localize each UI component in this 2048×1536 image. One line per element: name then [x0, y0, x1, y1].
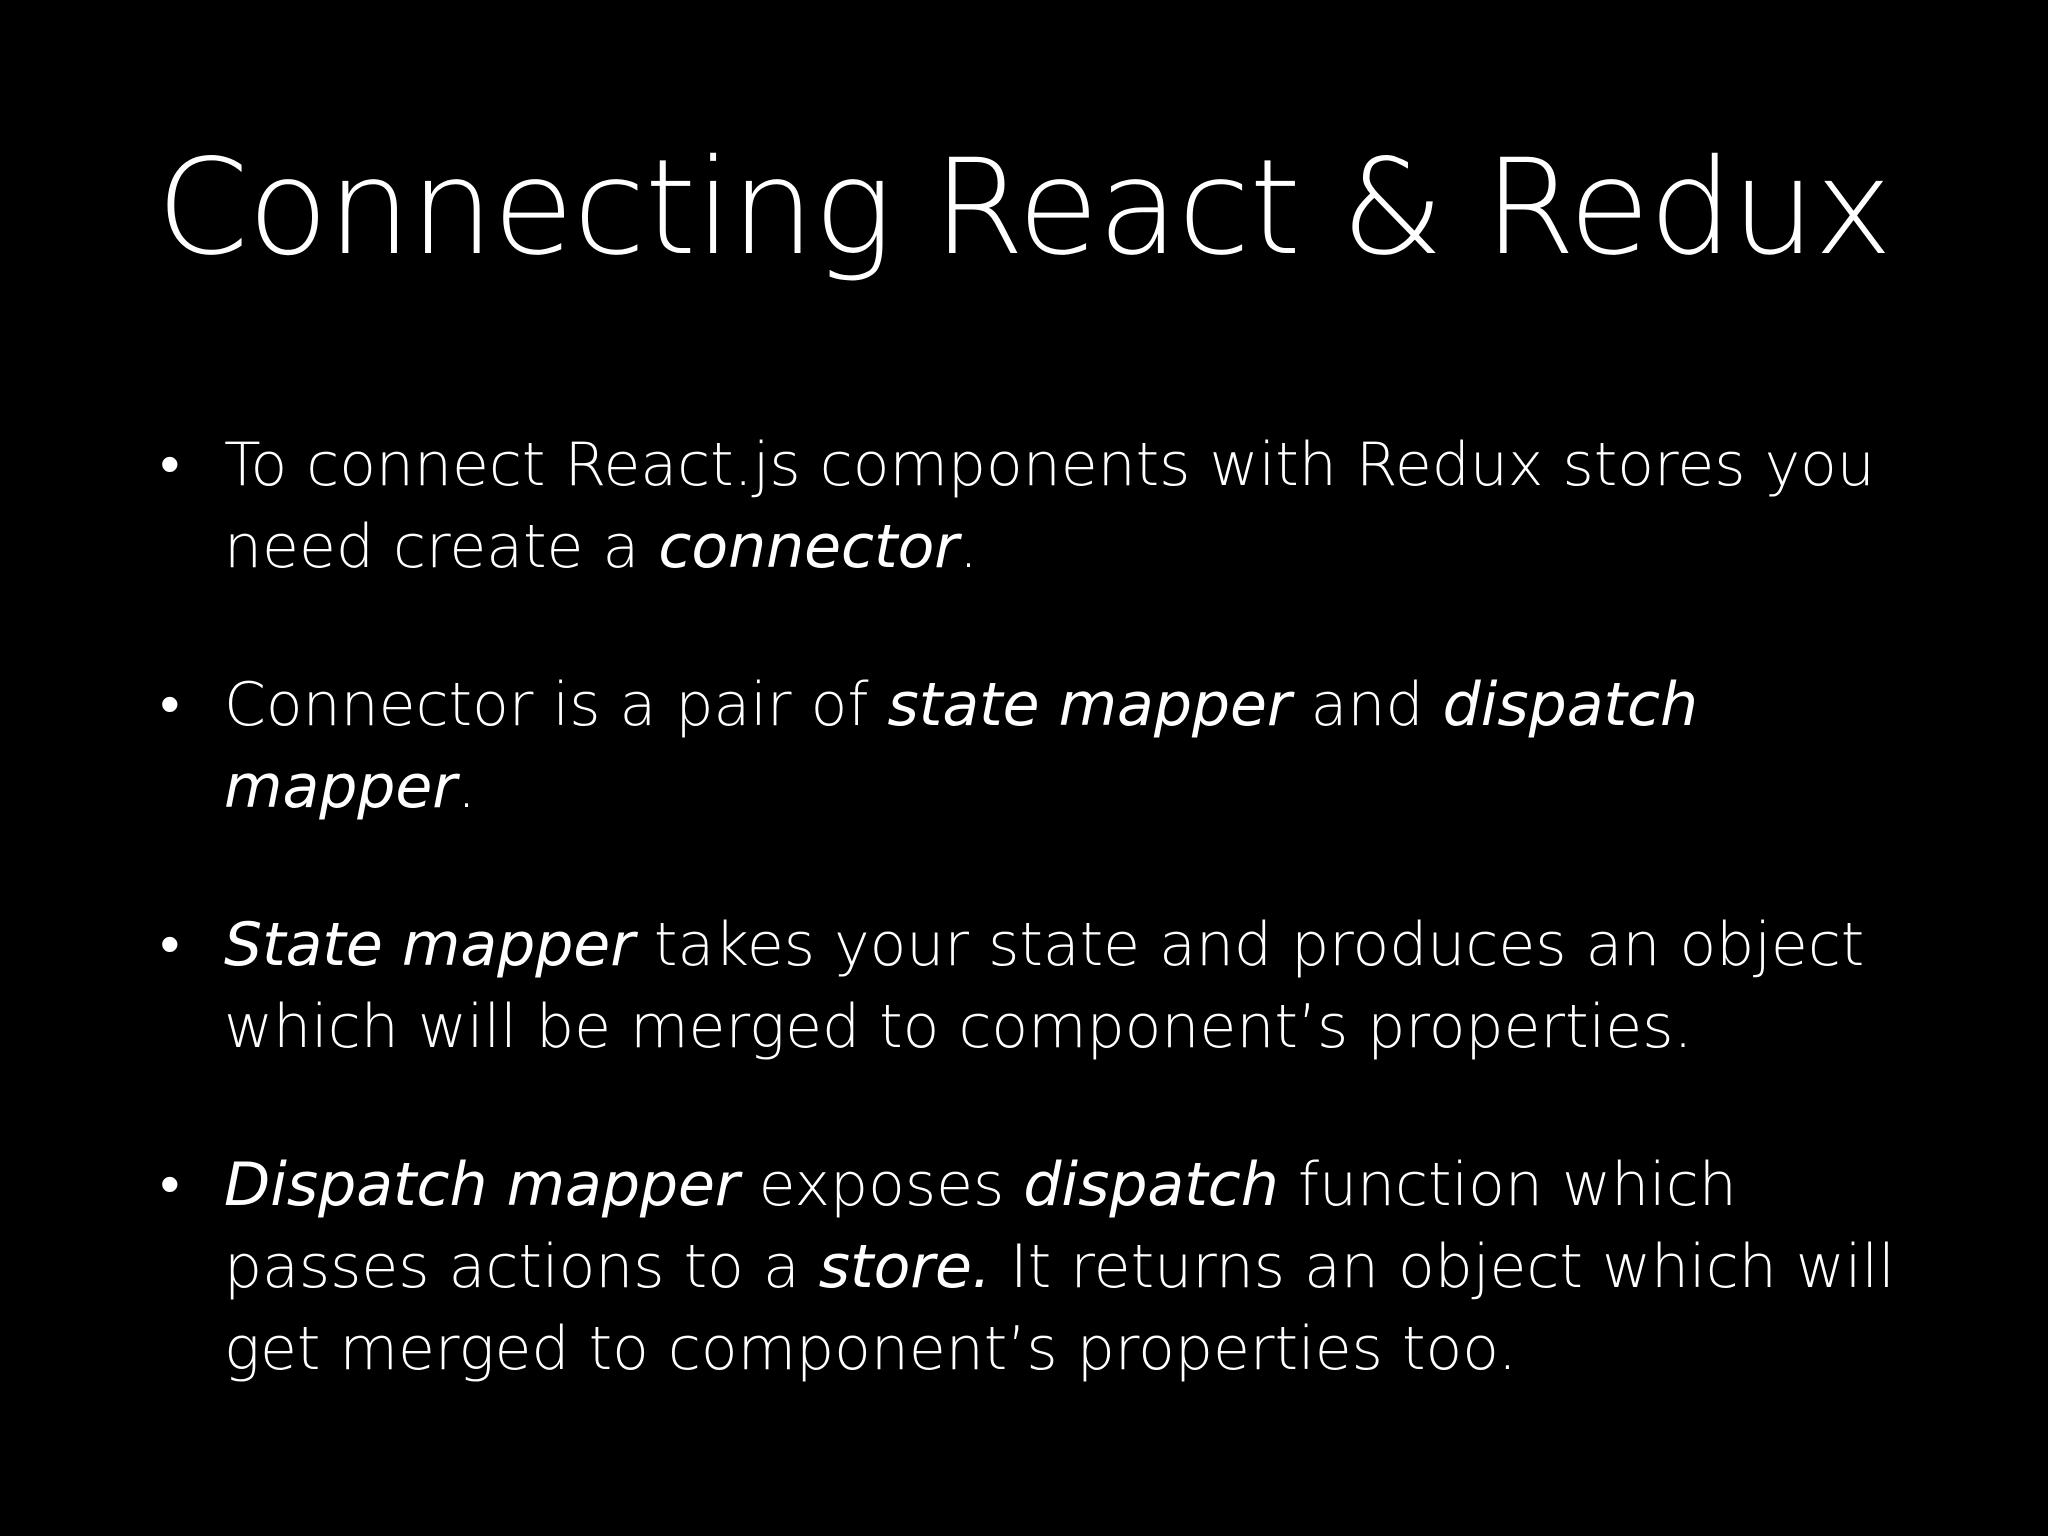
bullet-dot-icon: • — [160, 432, 180, 497]
bullet-segment: Connector is a pair of — [224, 670, 888, 740]
bullet-segment-italic: State mapper — [224, 910, 635, 980]
bullet-segment-italic: store. — [818, 1232, 991, 1302]
slide-title: Connecting React & Redux — [156, 131, 1893, 285]
bullet-text: Connector is a pair of state mapper and … — [224, 670, 1698, 822]
bullet-dot-icon: • — [160, 672, 180, 737]
bullet-segment: To connect React.js components with Redu… — [224, 430, 1875, 582]
bullet-segment: . — [958, 512, 979, 582]
bullet-segment-italic: Dispatch mapper — [224, 1150, 740, 1220]
bullet-segment-italic: dispatch — [1023, 1150, 1279, 1220]
bullet-list: • To connect React.js components with Re… — [160, 424, 1920, 1390]
bullet-dot-icon: • — [160, 912, 180, 977]
bullet-segment: and — [1291, 670, 1443, 740]
bullet-segment: It returns an object which will get merg… — [224, 1232, 1895, 1384]
bullet-segment-italic: dispatch mapper — [224, 670, 1699, 822]
bullet-item: • Connector is a pair of state mapper an… — [160, 664, 1920, 828]
bullet-segment-italic: state mapper — [887, 670, 1292, 740]
bullet-segment: exposes — [739, 1150, 1024, 1220]
bullet-text: Dispatch mapper exposes dispatch functio… — [224, 1150, 1895, 1384]
bullet-item: • State mapper takes your state and prod… — [160, 904, 1920, 1068]
bullet-item: • Dispatch mapper exposes dispatch funct… — [160, 1144, 1920, 1390]
bullet-segment-italic: connector — [658, 512, 959, 582]
bullet-text: State mapper takes your state and produc… — [224, 910, 1864, 1062]
bullet-item: • To connect React.js components with Re… — [160, 424, 1920, 588]
bullet-segment: function which passes actions to a — [224, 1150, 1737, 1302]
bullet-dot-icon: • — [160, 1152, 180, 1217]
bullet-text: To connect React.js components with Redu… — [224, 430, 1875, 582]
bullet-segment: . — [456, 752, 477, 822]
bullet-segment: takes your state and produces an object … — [224, 910, 1865, 1062]
